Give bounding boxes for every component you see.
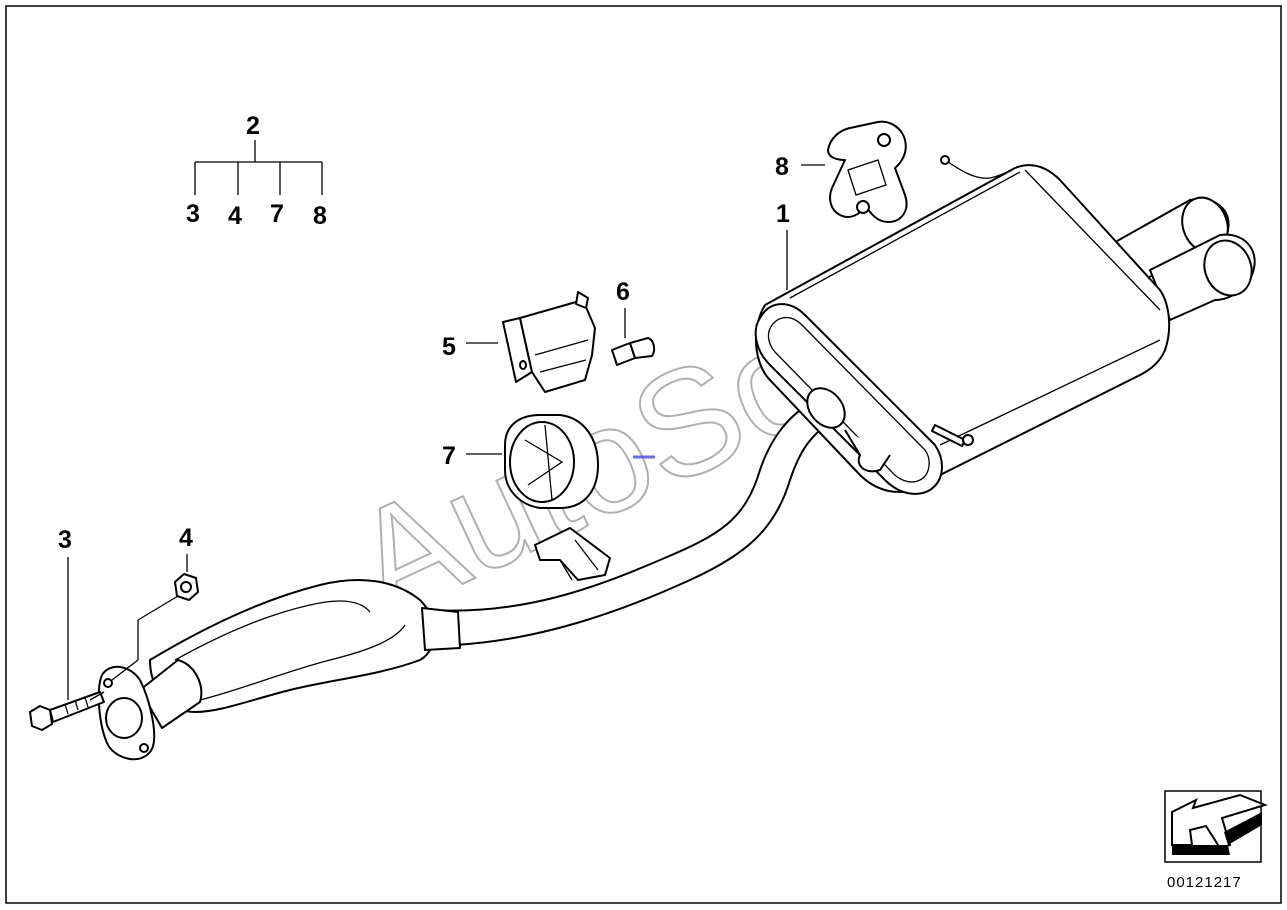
mounting-bracket[interactable] — [502, 291, 596, 393]
group-child-callout[interactable]: 3 — [186, 200, 200, 228]
rubber-mount-ring[interactable] — [504, 414, 599, 509]
callout-4[interactable]: 4 — [179, 524, 193, 552]
callout-5[interactable]: 5 — [442, 333, 456, 361]
callout-1[interactable]: 1 — [776, 200, 790, 228]
callout-7[interactable]: 7 — [442, 442, 456, 470]
group-child-callout[interactable]: 7 — [270, 200, 284, 228]
rear-silencer[interactable] — [754, 155, 1260, 495]
group-child-callout[interactable]: 8 — [313, 202, 327, 230]
front-direction-arrow-icon — [1164, 790, 1269, 863]
pipe-hanger-clip[interactable] — [534, 527, 611, 581]
rubber-hanger[interactable] — [827, 120, 908, 223]
callout-6[interactable]: 6 — [616, 278, 630, 306]
document-number: 00121217 — [1167, 874, 1242, 891]
callout-8[interactable]: 8 — [775, 153, 789, 181]
group-child-callout[interactable]: 4 — [228, 202, 242, 230]
diagram-frame — [5, 5, 1282, 904]
callout-3[interactable]: 3 — [58, 526, 72, 554]
group-tree: 2 3 4 7 8 — [186, 112, 327, 230]
hex-nut[interactable] — [174, 573, 199, 601]
hex-screw[interactable] — [611, 337, 656, 366]
callout-2[interactable]: 2 — [246, 112, 260, 140]
exhaust-pipe[interactable] — [97, 399, 839, 761]
